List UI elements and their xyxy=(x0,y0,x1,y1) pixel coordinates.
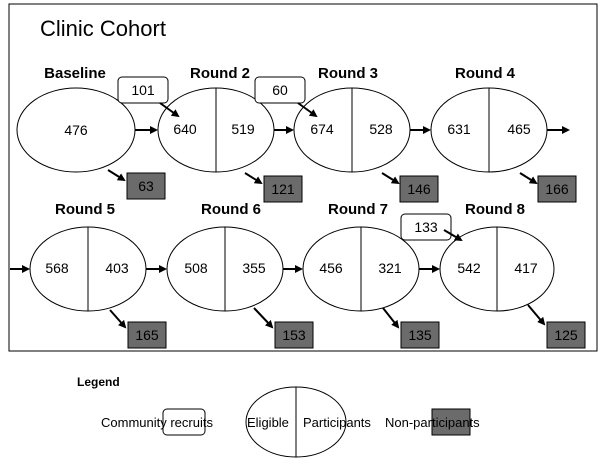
nonparticipants-round-7: 135 xyxy=(408,327,432,343)
round-3-participants: 528 xyxy=(369,121,393,137)
recruits-box-round-8 xyxy=(400,213,452,241)
nonparticipant-box-round-7 xyxy=(400,321,440,349)
legend-eligible: Eligible xyxy=(247,415,289,430)
round-4-eligible: 631 xyxy=(447,121,471,137)
diagram-title: Clinic Cohort xyxy=(40,16,166,41)
round-7-eligible: 456 xyxy=(319,260,343,276)
nonparticipants-round-8: 125 xyxy=(554,327,578,343)
recruits-round-3: 60 xyxy=(272,82,288,98)
arrow-nonpart-round-5 xyxy=(109,309,127,329)
nonparticipant-box-round-5 xyxy=(127,321,167,349)
round-4-participants: 465 xyxy=(507,121,531,137)
round-4-label: Round 4 xyxy=(455,65,516,82)
arrow-nonpart-baseline xyxy=(107,169,126,182)
round-2-eligible: 640 xyxy=(173,121,197,137)
round-5-participants: 403 xyxy=(105,260,129,276)
round-8-eligible: 542 xyxy=(457,260,481,276)
round-7-participants: 321 xyxy=(378,260,402,276)
round-6-participants: 355 xyxy=(242,260,266,276)
legend-nonparticipants: Non-participants xyxy=(385,415,480,430)
round-3-label: Round 3 xyxy=(318,65,378,82)
nonparticipant-box-round-3 xyxy=(399,175,439,203)
nonparticipant-box-round-4 xyxy=(537,175,577,203)
baseline-label: Baseline xyxy=(44,65,106,82)
nonparticipant-box-baseline xyxy=(126,172,166,200)
round-2-participants: 519 xyxy=(231,121,255,137)
round-5-label: Round 5 xyxy=(55,201,115,218)
nonparticipant-box-round-6 xyxy=(274,321,314,349)
recruits-round-8: 133 xyxy=(414,219,438,235)
nonparticipants-round-2: 121 xyxy=(271,181,295,197)
legend-recruits-box xyxy=(162,408,206,436)
nonparticipants-round-3: 146 xyxy=(407,181,431,197)
recruits-round-2: 101 xyxy=(131,82,155,98)
nonparticipant-box-round-2 xyxy=(263,175,303,203)
nonparticipants-baseline: 63 xyxy=(138,178,154,194)
legend: Legend Community recruits Eligible Parti… xyxy=(77,375,480,458)
round-3-eligible: 674 xyxy=(310,121,334,137)
recruits-box-round-3 xyxy=(254,76,306,104)
round-8-label: Round 8 xyxy=(465,201,525,218)
round-7-label: Round 7 xyxy=(328,201,388,218)
legend-participants: Participants xyxy=(303,415,371,430)
round-6-eligible: 508 xyxy=(184,260,208,276)
round-8-participants: 417 xyxy=(514,260,538,276)
arrow-nonpart-round-7 xyxy=(382,307,400,329)
legend-nonparticipant-box xyxy=(431,408,471,436)
arrow-nonpart-round-6 xyxy=(253,307,274,329)
arrow-recruits-round-3 xyxy=(297,102,318,118)
legend-community-recruits: Community recruits xyxy=(101,415,213,430)
nonparticipants-round-6: 153 xyxy=(282,327,306,343)
arrow-recruits-round-2 xyxy=(159,102,180,118)
arrow-recruits-round-8 xyxy=(443,229,463,242)
arrow-nonpart-round-8 xyxy=(527,304,546,326)
recruits-box-round-2 xyxy=(117,76,169,104)
legend-heading: Legend xyxy=(77,375,120,389)
round-2-label: Round 2 xyxy=(190,65,250,82)
nonparticipant-box-round-8 xyxy=(546,321,586,349)
round-6-label: Round 6 xyxy=(201,201,261,218)
nonparticipants-round-5: 165 xyxy=(135,327,159,343)
arrow-nonpart-round-2 xyxy=(244,172,263,185)
arrow-nonpart-round-3 xyxy=(381,172,400,185)
nonparticipants-round-4: 166 xyxy=(545,181,569,197)
arrow-nonpart-round-4 xyxy=(519,172,538,185)
baseline-eligible: 476 xyxy=(64,122,88,138)
round-5-eligible: 568 xyxy=(45,260,69,276)
